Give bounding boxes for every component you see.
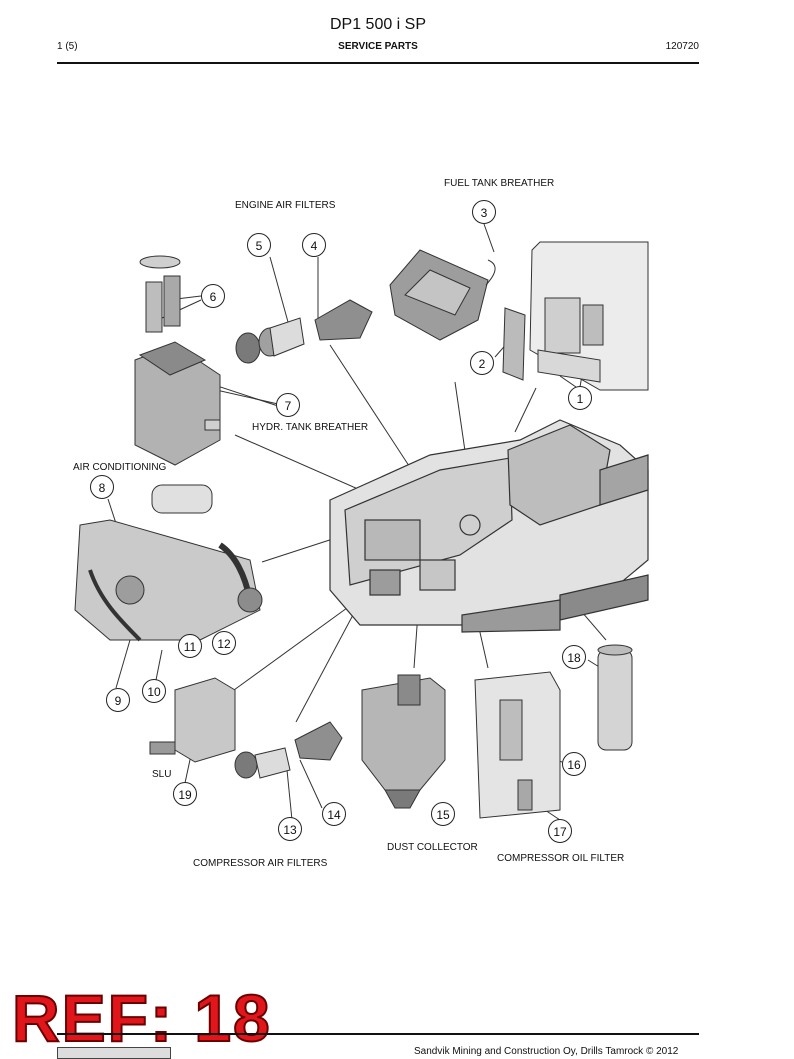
air-conditioning-part: [74, 484, 263, 642]
slu-part: [149, 677, 236, 763]
callout-18: 18: [562, 645, 586, 669]
callout-15: 15: [431, 802, 455, 826]
page-number: 1 (5): [57, 41, 78, 52]
drill-rig-machine: [329, 419, 649, 633]
callout-14: 14: [322, 802, 346, 826]
cabin: [502, 241, 649, 391]
callout-10: 10: [142, 679, 166, 703]
hydraulic-filter-elements: [139, 255, 181, 333]
footer-copyright: Sandvik Mining and Construction Oy, Dril…: [414, 1046, 679, 1057]
label-fuel-tank-breather: FUEL TANK BREATHER: [444, 178, 555, 189]
label-hydr-tank-breather: HYDR. TANK BREATHER: [252, 422, 369, 433]
separator-tank-part: [597, 644, 633, 751]
callout-6: 6: [201, 284, 225, 308]
callout-11: 11: [178, 634, 202, 658]
footer-rule: [57, 1033, 699, 1035]
document-title: DP1 500 i SP: [329, 16, 427, 33]
label-engine-air-filters: ENGINE AIR FILTERS: [235, 200, 336, 211]
callout-1: 1: [568, 386, 592, 410]
callout-12: 12: [212, 631, 236, 655]
hydraulic-tank-part: [134, 341, 221, 466]
label-dust-collector: DUST COLLECTOR: [387, 842, 478, 853]
section-title: SERVICE PARTS: [338, 41, 418, 52]
engine-air-filters-part: [235, 299, 373, 364]
callout-19: 19: [173, 782, 197, 806]
callout-4: 4: [302, 233, 326, 257]
callout-5: 5: [247, 233, 271, 257]
header-rule: [57, 62, 699, 64]
callout-8: 8: [90, 475, 114, 499]
callout-3: 3: [472, 200, 496, 224]
document-date: 120720: [665, 41, 699, 52]
label-compressor-oil-filter: COMPRESSOR OIL FILTER: [497, 853, 625, 864]
callout-9: 9: [106, 688, 130, 712]
compressor-oil-filter-part: [474, 671, 561, 819]
callout-2: 2: [470, 351, 494, 375]
label-air-conditioning: AIR CONDITIONING: [73, 462, 167, 473]
label-compressor-air-filters: COMPRESSOR AIR FILTERS: [193, 858, 328, 869]
ref-stamp: REF: 18: [11, 981, 272, 1055]
fuel-tank-breather-part: [389, 249, 496, 341]
callout-7: 7: [276, 393, 300, 417]
compressor-air-filters-part: [234, 721, 343, 779]
callout-17: 17: [548, 819, 572, 843]
label-slu: SLU: [152, 769, 172, 780]
callout-13: 13: [278, 817, 302, 841]
callout-16: 16: [562, 752, 586, 776]
dust-collector-part: [361, 674, 446, 809]
sandvik-logo: [57, 1047, 171, 1059]
